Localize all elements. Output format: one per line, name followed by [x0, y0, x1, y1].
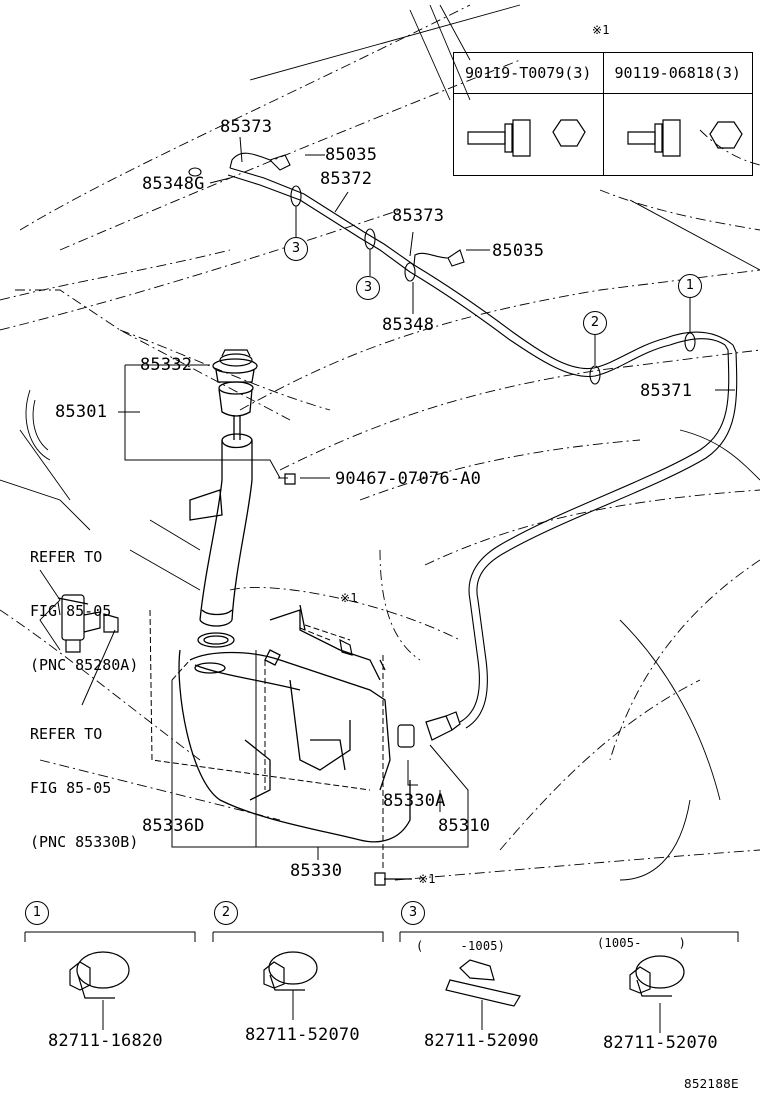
bolts [284, 473, 412, 886]
clamp-part-82711-52070-a[interactable]: 82711-52070 [245, 1025, 360, 1045]
part-label-85373-b[interactable]: 85373 [392, 206, 445, 226]
part-label-90467-07076-A0[interactable]: 90467-07076-A0 [335, 469, 482, 489]
clamp-part-82711-16820[interactable]: 82711-16820 [48, 1031, 163, 1051]
part-label-85301[interactable]: 85301 [55, 402, 108, 422]
washer-hose [188, 152, 738, 729]
refer2-line1: REFER TO [30, 725, 103, 743]
part-label-85372[interactable]: 85372 [320, 169, 373, 189]
fastener-col1-icons [453, 93, 604, 176]
pump-motor [57, 594, 119, 653]
filler-neck [189, 358, 258, 627]
part-label-85348[interactable]: 85348 [382, 315, 435, 335]
refer-block-grommet: REFER TO FIG 85-05 (PNC 85330B) [30, 689, 138, 887]
part-label-85373-a[interactable]: 85373 [220, 117, 273, 137]
clamp-group-3-right-range: (1005- ) [597, 936, 687, 950]
part-label-85336D[interactable]: 85336D [142, 816, 205, 836]
leader-lines [57, 136, 735, 860]
callout-2[interactable]: 2 [583, 311, 607, 335]
clamp-drawings [69, 951, 685, 1007]
callout-3-lower[interactable]: 3 [356, 276, 380, 300]
refer2-line3: (PNC 85330B) [30, 833, 139, 851]
part-label-85035-a[interactable]: 85035 [325, 145, 378, 165]
refer1-line1: REFER TO [30, 548, 103, 566]
refer1-line3: (PNC 85280A) [30, 656, 139, 674]
bolt-note-symbol-lower: ※1 [418, 872, 436, 886]
clamp-group-3-number: 3 [401, 901, 425, 925]
hood-outline [0, 4, 760, 881]
refer2-line2: FIG 85-05 [30, 779, 112, 797]
part-label-85371[interactable]: 85371 [640, 381, 693, 401]
cap-85332 [219, 349, 253, 367]
part-label-85310[interactable]: 85310 [438, 816, 491, 836]
part-label-85348G[interactable]: 85348G [142, 174, 205, 194]
hose-connectors [397, 711, 461, 748]
callout-1[interactable]: 1 [678, 274, 702, 298]
clamp-group-2-number: 2 [214, 901, 238, 925]
reservoir-tank [178, 604, 411, 843]
refer-block-pump: REFER TO FIG 85-05 (PNC 85280A) [30, 512, 138, 710]
body-lines [0, 4, 760, 881]
clamp-group-1-number: 1 [25, 901, 49, 925]
figure-id: 852188E [684, 1077, 739, 1091]
fastener-col2-header: 90119-06818(3) [602, 52, 753, 94]
part-label-85330[interactable]: 85330 [290, 861, 343, 881]
bolt-note-symbol-upper: ※1 [340, 591, 358, 605]
clamp-part-82711-52090[interactable]: 82711-52090 [424, 1031, 539, 1051]
part-label-85330A[interactable]: 85330A [383, 791, 446, 811]
part-label-85035-b[interactable]: 85035 [492, 241, 545, 261]
clamp-group-3-left-range: ( -1005) [416, 939, 506, 953]
bolt-guides [149, 609, 384, 870]
table-note-symbol: ※1 [592, 23, 610, 37]
part-label-85332[interactable]: 85332 [140, 355, 193, 375]
fastener-col1-header: 90119-T0079(3) [453, 52, 604, 94]
clamp-part-82711-52070-b[interactable]: 82711-52070 [603, 1033, 718, 1053]
fastener-col2-icons [602, 93, 753, 176]
clamp-brackets [24, 931, 739, 1033]
refer1-line2: FIG 85-05 [30, 602, 112, 620]
fastener-table: 90119-T0079(3) 90119-06818(3) [453, 52, 753, 176]
callout-3-upper[interactable]: 3 [284, 237, 308, 261]
